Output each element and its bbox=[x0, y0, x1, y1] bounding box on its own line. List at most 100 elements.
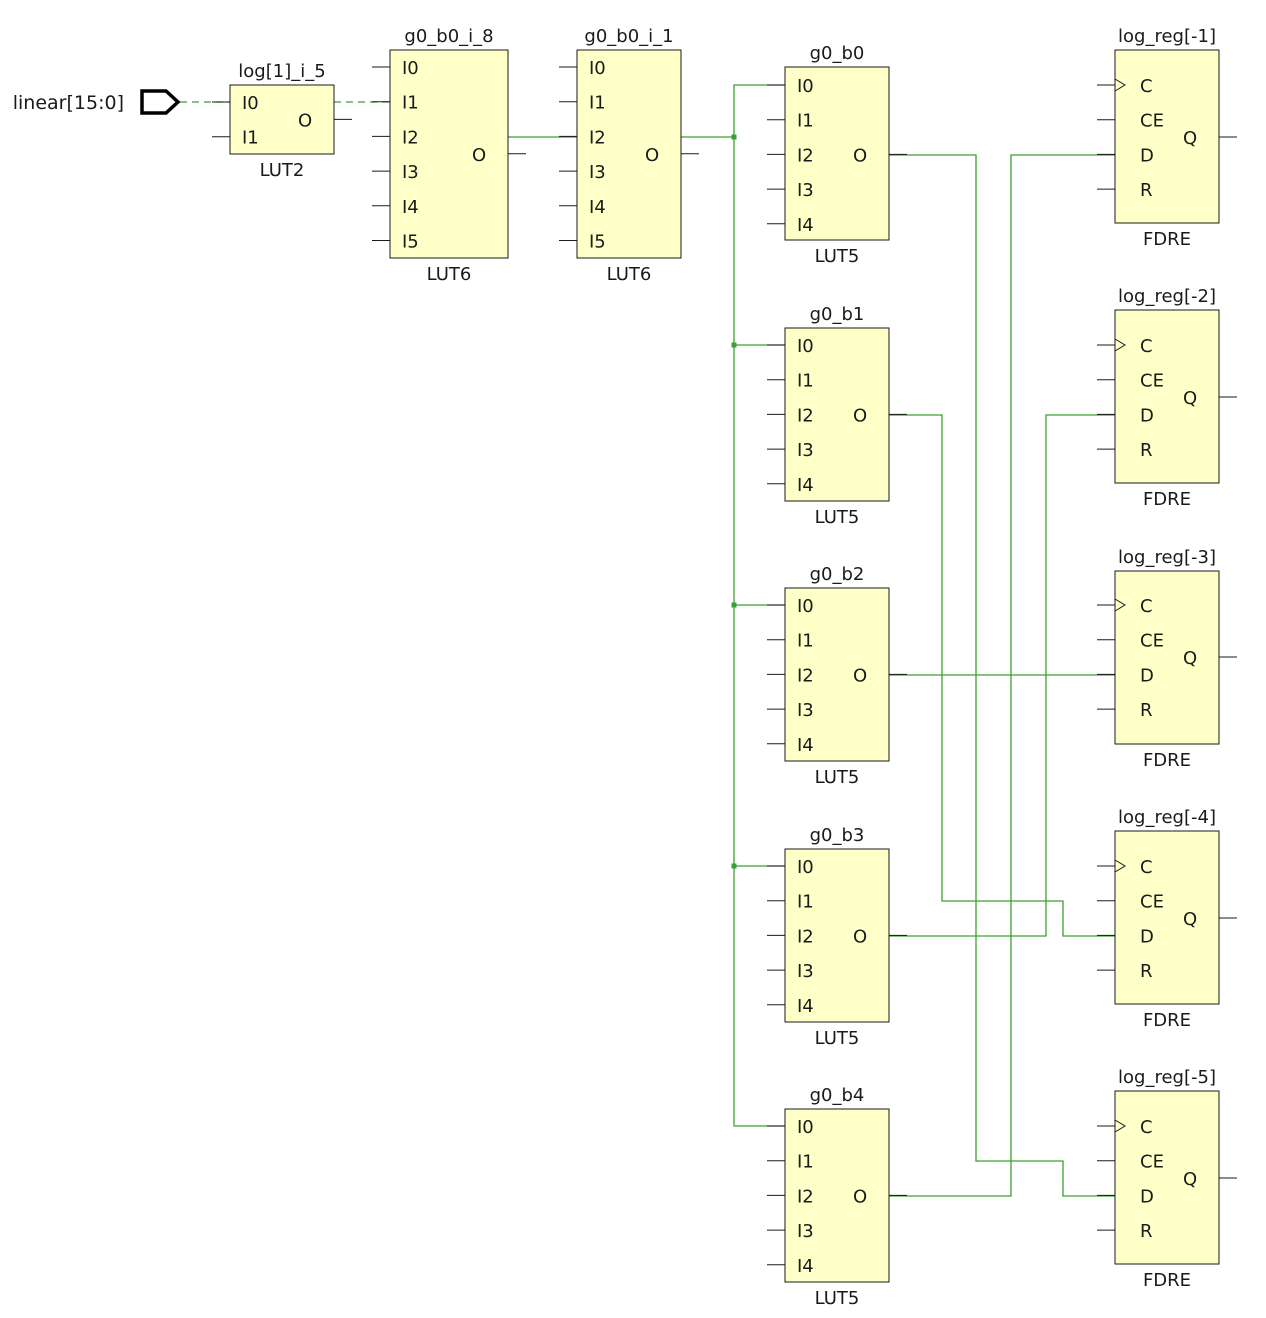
cell-log1-i-5-box[interactable] bbox=[229, 84, 335, 155]
cell-g0-b3-box[interactable] bbox=[784, 848, 890, 1023]
cell-g0-b0-i-1-pin-i2-label: I2 bbox=[589, 127, 606, 148]
cell-g0-b0-type-label: LUT5 bbox=[815, 246, 860, 267]
cell-log-reg-m2-type-label: FDRE bbox=[1143, 489, 1191, 510]
cell-log-reg-m1-type-label: FDRE bbox=[1143, 229, 1191, 250]
cell-g0-b2-pin-i0-label: I0 bbox=[797, 596, 814, 617]
cell-g0-b0-pin-i0-label: I0 bbox=[797, 76, 814, 97]
cell-g0-b2-instance-name: g0_b2 bbox=[810, 564, 865, 585]
cell-g0-b3-type-label: LUT5 bbox=[815, 1028, 860, 1049]
cell-g0-b0-i-1-pin-i3-label: I3 bbox=[589, 162, 606, 183]
cell-g0-b0-i-1-pin-o-label: O bbox=[645, 145, 659, 166]
cell-log-reg-m3-pin-ce-label: CE bbox=[1140, 631, 1164, 652]
cell-log-reg-m5-type-label: FDRE bbox=[1143, 1270, 1191, 1291]
cell-g0-b0-i-1-box[interactable] bbox=[576, 49, 682, 259]
clock-triangle-icon bbox=[1114, 598, 1126, 612]
cell-log-reg-m3-type-label: FDRE bbox=[1143, 750, 1191, 771]
cell-g0-b0-i-8-pin-i4-label: I4 bbox=[402, 197, 419, 218]
cell-g0-b1-instance-name: g0_b1 bbox=[810, 304, 865, 325]
cell-log-reg-m4-pin-r-label: R bbox=[1140, 961, 1153, 982]
cell-g0-b4-pin-i1-label: I1 bbox=[797, 1152, 814, 1173]
net-junction bbox=[731, 863, 737, 869]
cell-log-reg-m4-pin-q-label: Q bbox=[1183, 909, 1197, 930]
cell-g0-b0-pin-i4-label: I4 bbox=[797, 215, 814, 236]
cell-log-reg-m5-box[interactable] bbox=[1114, 1090, 1220, 1265]
net-g0_b0-to-log_reg-5[interactable] bbox=[889, 154, 1115, 1197]
clock-triangle-icon bbox=[1114, 1119, 1126, 1133]
cell-log-reg-m1-box[interactable] bbox=[1114, 49, 1220, 224]
cell-g0-b0-i-8-pin-i5-label: I5 bbox=[402, 232, 419, 253]
cell-g0-b2-type-label: LUT5 bbox=[815, 767, 860, 788]
cell-log-reg-m5-pin-ce-label: CE bbox=[1140, 1152, 1164, 1173]
cell-g0-b1-pin-o-label: O bbox=[853, 405, 867, 426]
cell-log-reg-m2-pin-d-label: D bbox=[1140, 405, 1154, 426]
cell-log-reg-m1-pin-c-label: C bbox=[1140, 76, 1153, 97]
cell-g0-b0-i-1-pin-i5-label: I5 bbox=[589, 232, 606, 253]
cell-g0-b4-instance-name: g0_b4 bbox=[810, 1085, 865, 1106]
cell-g0-b4-pin-i4-label: I4 bbox=[797, 1256, 814, 1277]
cell-g0-b4-pin-i0-label: I0 bbox=[797, 1117, 814, 1138]
cell-log-reg-m5-instance-name: log_reg[-5] bbox=[1118, 1067, 1216, 1088]
cell-g0-b2-box[interactable] bbox=[784, 587, 890, 762]
cell-log-reg-m1-pin-d-label: D bbox=[1140, 145, 1154, 166]
clock-triangle-icon bbox=[1114, 859, 1126, 873]
cell-log1-i-5-instance-name: log[1]_i_5 bbox=[238, 61, 325, 82]
cell-log-reg-m2-box[interactable] bbox=[1114, 309, 1220, 484]
cell-g0-b1-pin-i0-label: I0 bbox=[797, 336, 814, 357]
input-port-linear[interactable]: linear[15:0] bbox=[13, 89, 181, 115]
cell-log1-i-5-type-label: LUT2 bbox=[260, 160, 305, 181]
cell-g0-b0-i-1-pin-i1-label: I1 bbox=[589, 93, 606, 114]
cell-log-reg-m2-pin-r-label: R bbox=[1140, 440, 1153, 461]
cell-g0-b0-i-8-pin-o-label: O bbox=[472, 145, 486, 166]
cell-log1-i-5-pin-i0-label: I0 bbox=[242, 93, 259, 114]
net-g0_b4-to-log_reg-1[interactable] bbox=[889, 154, 1115, 1197]
cell-g0-b0-i-8-pin-i2-label: I2 bbox=[402, 127, 419, 148]
cell-g0-b0-i-1-type-label: LUT6 bbox=[607, 264, 652, 285]
cell-log-reg-m3-pin-d-label: D bbox=[1140, 665, 1154, 686]
cell-log-reg-m4-box[interactable] bbox=[1114, 830, 1220, 1005]
cell-g0-b1-pin-i2-label: I2 bbox=[797, 405, 814, 426]
cell-log-reg-m3-pin-c-label: C bbox=[1140, 596, 1153, 617]
cell-g0-b3-instance-name: g0_b3 bbox=[810, 825, 865, 846]
cell-log-reg-m5-pin-d-label: D bbox=[1140, 1186, 1154, 1207]
cell-log-reg-m1-instance-name: log_reg[-1] bbox=[1118, 26, 1216, 47]
cell-log1-i-5-pin-o-label: O bbox=[298, 110, 312, 131]
cell-g0-b0-box[interactable] bbox=[784, 66, 890, 241]
cell-log-reg-m5-pin-r-label: R bbox=[1140, 1221, 1153, 1242]
cell-g0-b4-pin-i3-label: I3 bbox=[797, 1221, 814, 1242]
cell-g0-b4-box[interactable] bbox=[784, 1108, 890, 1283]
cell-g0-b0-i-8-box[interactable] bbox=[389, 49, 509, 259]
cell-log-reg-m4-pin-c-label: C bbox=[1140, 857, 1153, 878]
cell-g0-b0-instance-name: g0_b0 bbox=[810, 43, 865, 64]
cell-log-reg-m1-pin-ce-label: CE bbox=[1140, 111, 1164, 132]
port-arrow-icon bbox=[140, 89, 181, 115]
cell-log-reg-m5-pin-q-label: Q bbox=[1183, 1169, 1197, 1190]
cell-g0-b1-box[interactable] bbox=[784, 327, 890, 502]
cell-g0-b4-pin-i2-label: I2 bbox=[797, 1186, 814, 1207]
cell-g0-b0-i-1-pin-i0-label: I0 bbox=[589, 58, 606, 79]
net-junction bbox=[731, 602, 737, 608]
cell-g0-b0-pin-o-label: O bbox=[853, 145, 867, 166]
cell-log-reg-m2-pin-q-label: Q bbox=[1183, 388, 1197, 409]
cell-g0-b1-pin-i1-label: I1 bbox=[797, 371, 814, 392]
cell-log-reg-m4-instance-name: log_reg[-4] bbox=[1118, 807, 1216, 828]
cell-log-reg-m3-box[interactable] bbox=[1114, 570, 1220, 745]
net-g0_b1-to-log_reg-4[interactable] bbox=[889, 414, 1115, 937]
net-g0_b3-to-log_reg-2[interactable] bbox=[889, 414, 1115, 937]
cell-g0-b0-pin-i3-label: I3 bbox=[797, 180, 814, 201]
cell-g0-b0-pin-i2-label: I2 bbox=[797, 145, 814, 166]
cell-g0-b0-i-8-type-label: LUT6 bbox=[427, 264, 472, 285]
nets bbox=[180, 84, 1115, 1197]
